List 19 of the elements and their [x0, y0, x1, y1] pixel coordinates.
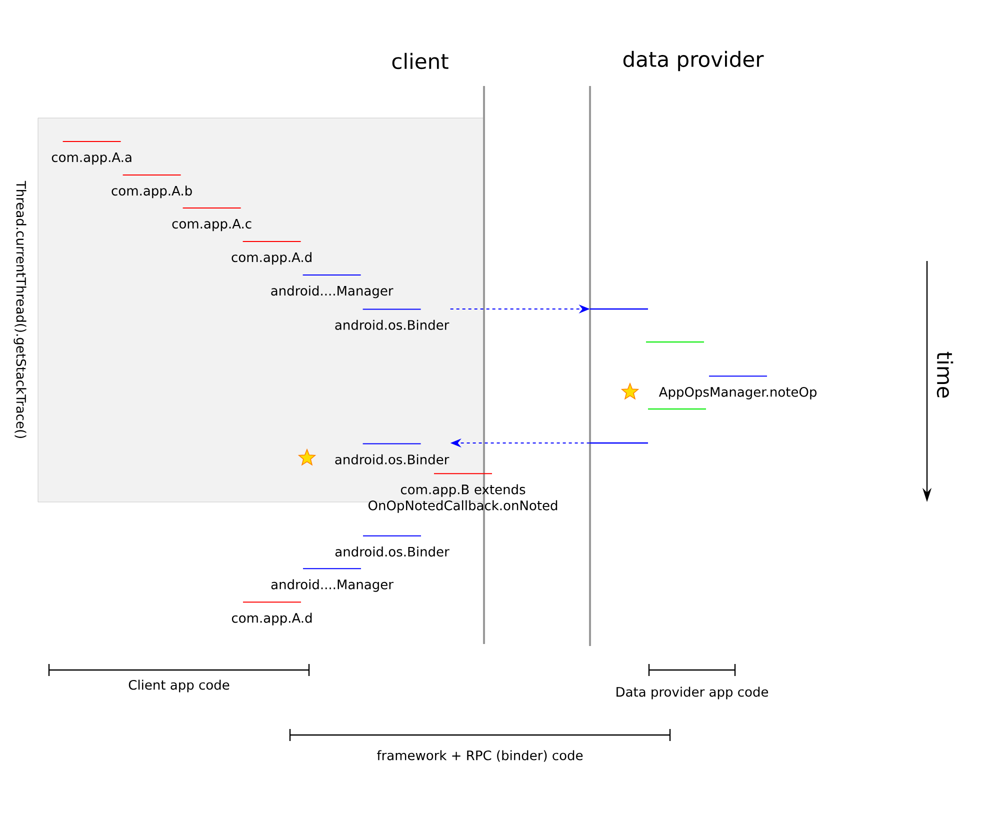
stack-frame: com.app.A.d — [232, 602, 312, 626]
stack-frame: com.app.A.a — [52, 140, 132, 165]
stack-frame: android....Manager — [271, 274, 394, 298]
axis-label: time — [936, 352, 954, 398]
lifeline-label: client — [392, 52, 448, 70]
stack-frame: com.app.A.c — [172, 207, 252, 232]
stack-frame: android.os.Binder — [335, 535, 450, 557]
range-label: Client app code — [128, 680, 230, 692]
stack-frame: android....Manager — [271, 568, 394, 592]
stack-frame: com.app.A.b — [112, 174, 192, 198]
stack-frame: AppOpsManager.noteOp — [658, 376, 816, 400]
stack-frame: com.app.B extends OnOpNotedCallback.onNoted — [368, 473, 558, 513]
range-label: framework + RPC (binder) code — [377, 750, 583, 762]
range-label: Data provider app code — [616, 686, 768, 700]
box-title: Thread.currentThread().getStackTrace() — [14, 180, 26, 438]
stack-frame: android.os.Binder — [335, 308, 450, 330]
stack-frame: com.app.A.d — [232, 240, 312, 265]
stack-frame: android.os.Binder — [335, 443, 450, 464]
lifeline-label: data provider — [623, 50, 764, 72]
